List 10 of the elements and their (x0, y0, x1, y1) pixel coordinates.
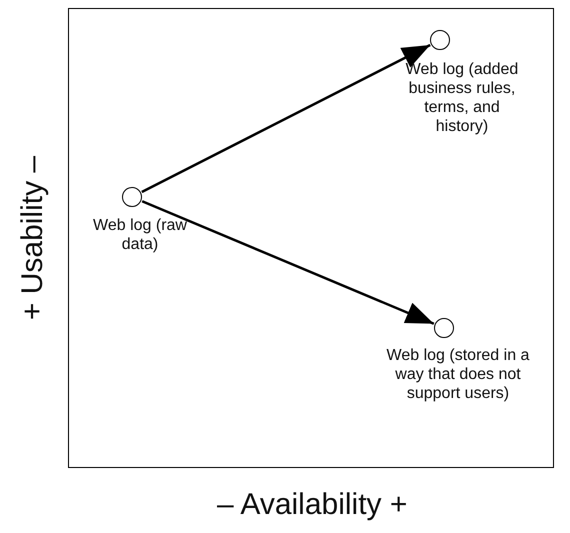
arrow (142, 200, 434, 325)
x-axis-title: – Availability + (217, 488, 408, 522)
node-caption: Web log (added business rules, terms, and history) (404, 60, 520, 136)
circle-node (434, 318, 454, 338)
arrow (141, 44, 431, 194)
node-caption: Web log (raw data) (92, 216, 188, 254)
node-caption: Web log (stored in a way that does not support users) (386, 346, 530, 403)
y-axis-title: + Usability – (16, 156, 50, 320)
circle-node (430, 30, 450, 50)
circle-node (122, 187, 142, 207)
